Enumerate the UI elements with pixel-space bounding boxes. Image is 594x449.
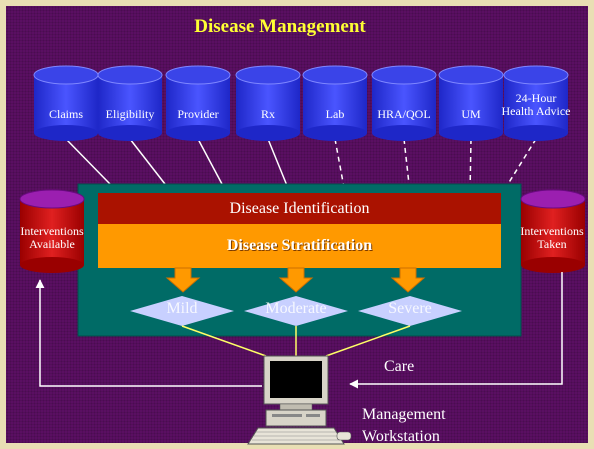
care-to-workstation-arrow <box>349 272 563 389</box>
label-claims: Claims <box>48 107 83 121</box>
label-rx: Rx <box>260 107 275 121</box>
mild-diamond <box>130 296 234 326</box>
link-24-hour-health-advice <box>507 138 537 185</box>
cylinder-eligibility <box>97 65 163 141</box>
cylinder-hra-qol <box>371 65 437 141</box>
interventions-taken-cylinder <box>520 189 586 273</box>
data-source-cylinders <box>33 65 569 141</box>
severity-to-workstation-lines <box>181 325 411 357</box>
source-connector-lines <box>65 138 537 194</box>
stratification-arrows <box>165 267 426 293</box>
interventions-available-cylinder <box>19 189 85 273</box>
moderate-diamond <box>244 296 348 326</box>
cylinder-um <box>438 65 504 141</box>
cylinder-rx <box>235 65 301 141</box>
label-eligibility: Eligibility <box>105 107 155 121</box>
severe-diamond <box>358 296 462 326</box>
diagram-title: Disease Management <box>194 16 366 37</box>
label-hra-qol: HRA/QOL <box>377 107 431 121</box>
cylinder-24-hour-health-advice <box>503 65 569 141</box>
label-um: UM <box>461 107 481 121</box>
workstation-computer-icon <box>247 355 352 445</box>
arrow-to-severe <box>390 267 426 293</box>
link-eligibility <box>129 138 166 185</box>
severity-mild-label: Mild <box>166 300 198 317</box>
label-lab: Lab <box>325 107 345 121</box>
cylinder-claims <box>33 65 99 141</box>
severity-moderate-label: Moderate <box>265 300 327 317</box>
severity-severe-label: Severe <box>388 300 432 317</box>
label-24-hour-health-advice: 24-Hour Health Advice <box>501 91 571 118</box>
interventions-available-label: Interventions Available <box>20 224 84 251</box>
stratification-band <box>98 224 501 268</box>
arrow-to-moderate <box>278 267 314 293</box>
interventions-taken-label: Interventions Taken <box>520 224 584 251</box>
arrow-to-mild <box>165 267 201 293</box>
link-provider <box>197 138 223 185</box>
identification-band <box>98 193 501 224</box>
cylinder-lab <box>302 65 368 141</box>
link-claims <box>65 138 111 185</box>
disease-stratification-label: Disease Stratification <box>226 237 373 254</box>
feedback-to-available-arrow <box>35 279 262 387</box>
care-label: Care <box>384 358 415 375</box>
cylinder-provider <box>165 65 231 141</box>
workstation-label: Management Workstation <box>362 406 446 445</box>
disease-identification-label: Disease Identification <box>229 200 370 217</box>
label-provider: Provider <box>177 107 219 121</box>
feedback-loop-arrows <box>35 272 563 389</box>
